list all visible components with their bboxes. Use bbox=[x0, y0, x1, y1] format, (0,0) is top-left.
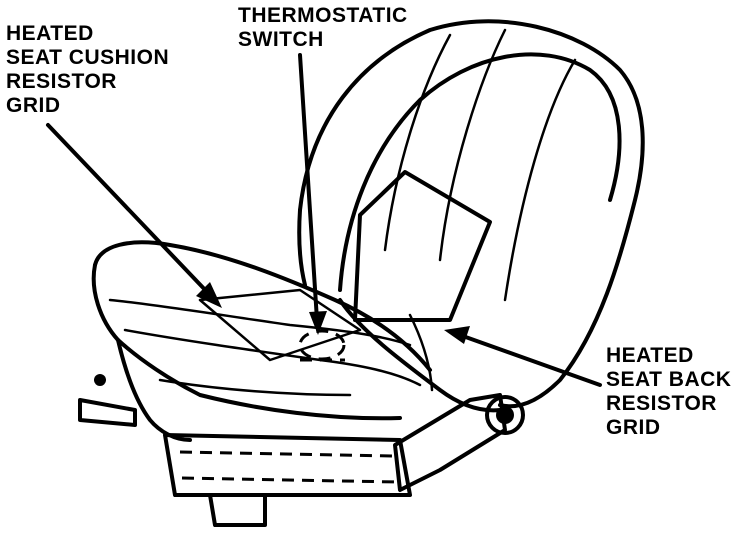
back-leader-line bbox=[458, 333, 602, 387]
seat-back-panel-line-3 bbox=[503, 58, 577, 302]
label-line: RESISTOR bbox=[606, 392, 717, 415]
thermo-leader-line bbox=[298, 53, 319, 322]
seat-back-lower bbox=[338, 298, 502, 413]
cushion-leader-line bbox=[46, 123, 212, 297]
recliner-knob-outer bbox=[485, 395, 525, 435]
seat-back-outline bbox=[298, 19, 645, 409]
seat-cushion-stitch-2 bbox=[123, 328, 422, 387]
thermo-leader-arrowhead bbox=[309, 311, 327, 335]
seat-rail-left bbox=[78, 398, 137, 427]
seat-front-panel-dash-2 bbox=[181, 476, 399, 484]
label-line: SWITCH bbox=[238, 28, 324, 51]
thermostatic-switch-outline bbox=[298, 329, 346, 361]
label-heated-seat-back-resistor-grid: HEATED SEAT BACK RESISTOR GRID bbox=[606, 344, 731, 440]
seat-back-inner-edge bbox=[338, 52, 622, 292]
seat-front-panel-dash-1 bbox=[179, 450, 396, 458]
seat-back-fold-line bbox=[408, 313, 434, 392]
recliner-arm bbox=[393, 393, 507, 492]
label-line: GRID bbox=[6, 94, 61, 117]
label-line: SEAT CUSHION bbox=[6, 46, 170, 69]
seat-cushion-stitch-3 bbox=[158, 378, 352, 397]
seat-cushion-top bbox=[93, 240, 432, 372]
label-heated-seat-cushion-resistor-grid: HEATED SEAT CUSHION RESISTOR GRID bbox=[6, 22, 169, 118]
label-line: HEATED bbox=[606, 344, 694, 367]
seat-front-panel bbox=[163, 433, 412, 497]
label-line: RESISTOR bbox=[6, 70, 117, 93]
seat-back-panel-line-2 bbox=[438, 28, 507, 262]
seat-cushion-heater-pad bbox=[198, 288, 362, 362]
recliner-knob-inner bbox=[496, 406, 514, 424]
seat-cushion-stitch-1 bbox=[108, 298, 412, 347]
label-line: SEAT BACK bbox=[606, 368, 732, 391]
label-line: HEATED bbox=[6, 22, 94, 45]
cushion-leader-arrowhead bbox=[196, 282, 222, 308]
label-thermostatic-switch: THERMOSTATIC SWITCH bbox=[238, 4, 408, 52]
label-line: GRID bbox=[606, 416, 661, 439]
back-leader-arrowhead bbox=[444, 326, 470, 344]
seat-back-heater-pad bbox=[353, 170, 492, 322]
seat-side-frame bbox=[116, 338, 192, 442]
seat-back-side bbox=[297, 208, 307, 287]
seat-foot-front bbox=[208, 493, 267, 527]
seat-back-panel-line-1 bbox=[383, 33, 452, 252]
label-line: THERMOSTATIC bbox=[238, 4, 408, 27]
rail-bolt bbox=[94, 374, 106, 386]
